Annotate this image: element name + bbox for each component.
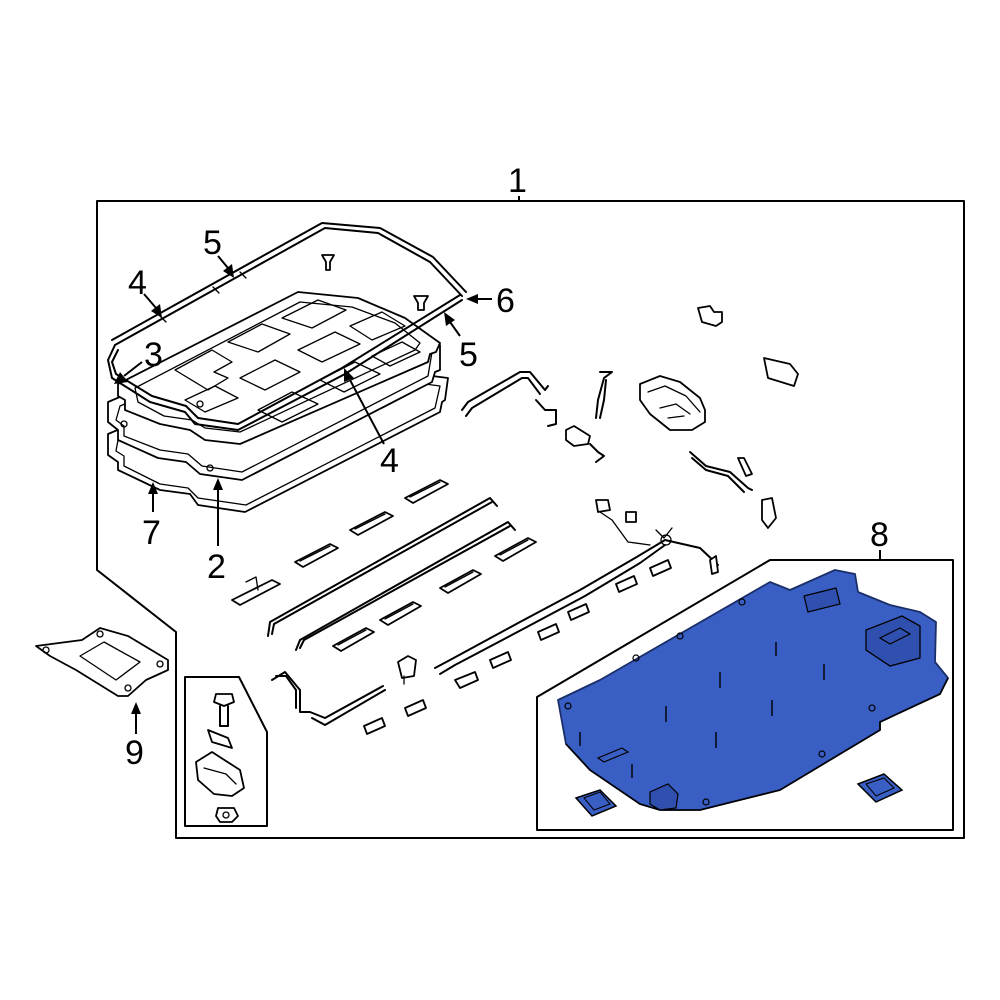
cooling-pads [231, 479, 537, 652]
tray-pad-right [856, 773, 904, 803]
callout-3: 3 [144, 336, 163, 374]
callout-5-upper: 5 [203, 224, 222, 262]
callout-4-upper: 4 [128, 264, 147, 302]
bracket-top [697, 305, 723, 327]
harness-clips [363, 559, 672, 735]
battery-tray-8 [557, 569, 949, 811]
cover-plate-stack [107, 291, 449, 513]
clip-pin-1 [321, 254, 335, 271]
callout-7: 7 [142, 514, 161, 552]
coolant-line-bracket [461, 371, 613, 463]
callout-6: 6 [496, 282, 515, 320]
bracket-pad [763, 357, 799, 387]
inset-nut [215, 807, 239, 823]
inset-connector [195, 751, 245, 797]
inset-clip [207, 729, 233, 749]
wiring-harness [397, 499, 719, 685]
inset-bolt [213, 693, 235, 727]
callout-5-lower: 5 [459, 336, 478, 374]
callout-4-lower: 4 [380, 442, 399, 480]
wire-bracket-right [689, 451, 777, 529]
callout-2: 2 [207, 548, 226, 586]
callout-8: 8 [870, 516, 889, 554]
seal-strip-front [107, 299, 463, 431]
hardware-inset-box [184, 676, 268, 827]
assembly-boundary [96, 200, 965, 839]
clip-pin-2 [413, 295, 429, 311]
callout-9: 9 [125, 734, 144, 772]
bus-bars [267, 497, 516, 726]
tray-pad-left [574, 789, 618, 817]
callout-1: 1 [508, 162, 527, 200]
control-module [639, 375, 706, 431]
mounting-bracket-9 [35, 627, 169, 697]
tray-sub-box [536, 559, 954, 831]
seal-strip-upper [114, 227, 463, 346]
